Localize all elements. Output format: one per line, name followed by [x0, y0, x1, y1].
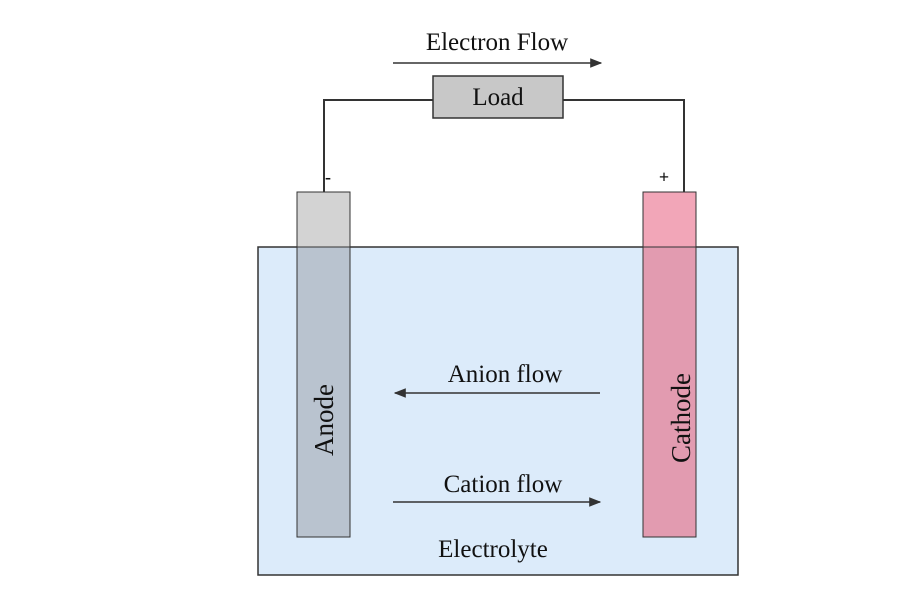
load-label: Load	[472, 84, 524, 111]
cathode-terminal-sign: +	[659, 167, 669, 187]
wire-right	[563, 99, 685, 192]
electron-flow-label: Electron Flow	[426, 29, 568, 56]
anion-flow-label: Anion flow	[448, 361, 563, 388]
anode-electrode	[296, 246, 351, 538]
cation-flow-label: Cation flow	[444, 471, 563, 498]
cathode-electrode	[642, 246, 697, 538]
anode-electrode-top	[296, 191, 351, 248]
anode-label: Anode	[309, 384, 339, 456]
wire-left	[323, 99, 433, 192]
anode-terminal-sign: -	[325, 167, 331, 187]
cathode-electrode-top	[642, 191, 697, 248]
cathode-label: Cathode	[666, 373, 696, 463]
electrolyte-label: Electrolyte	[438, 536, 548, 563]
load-box	[432, 75, 564, 119]
